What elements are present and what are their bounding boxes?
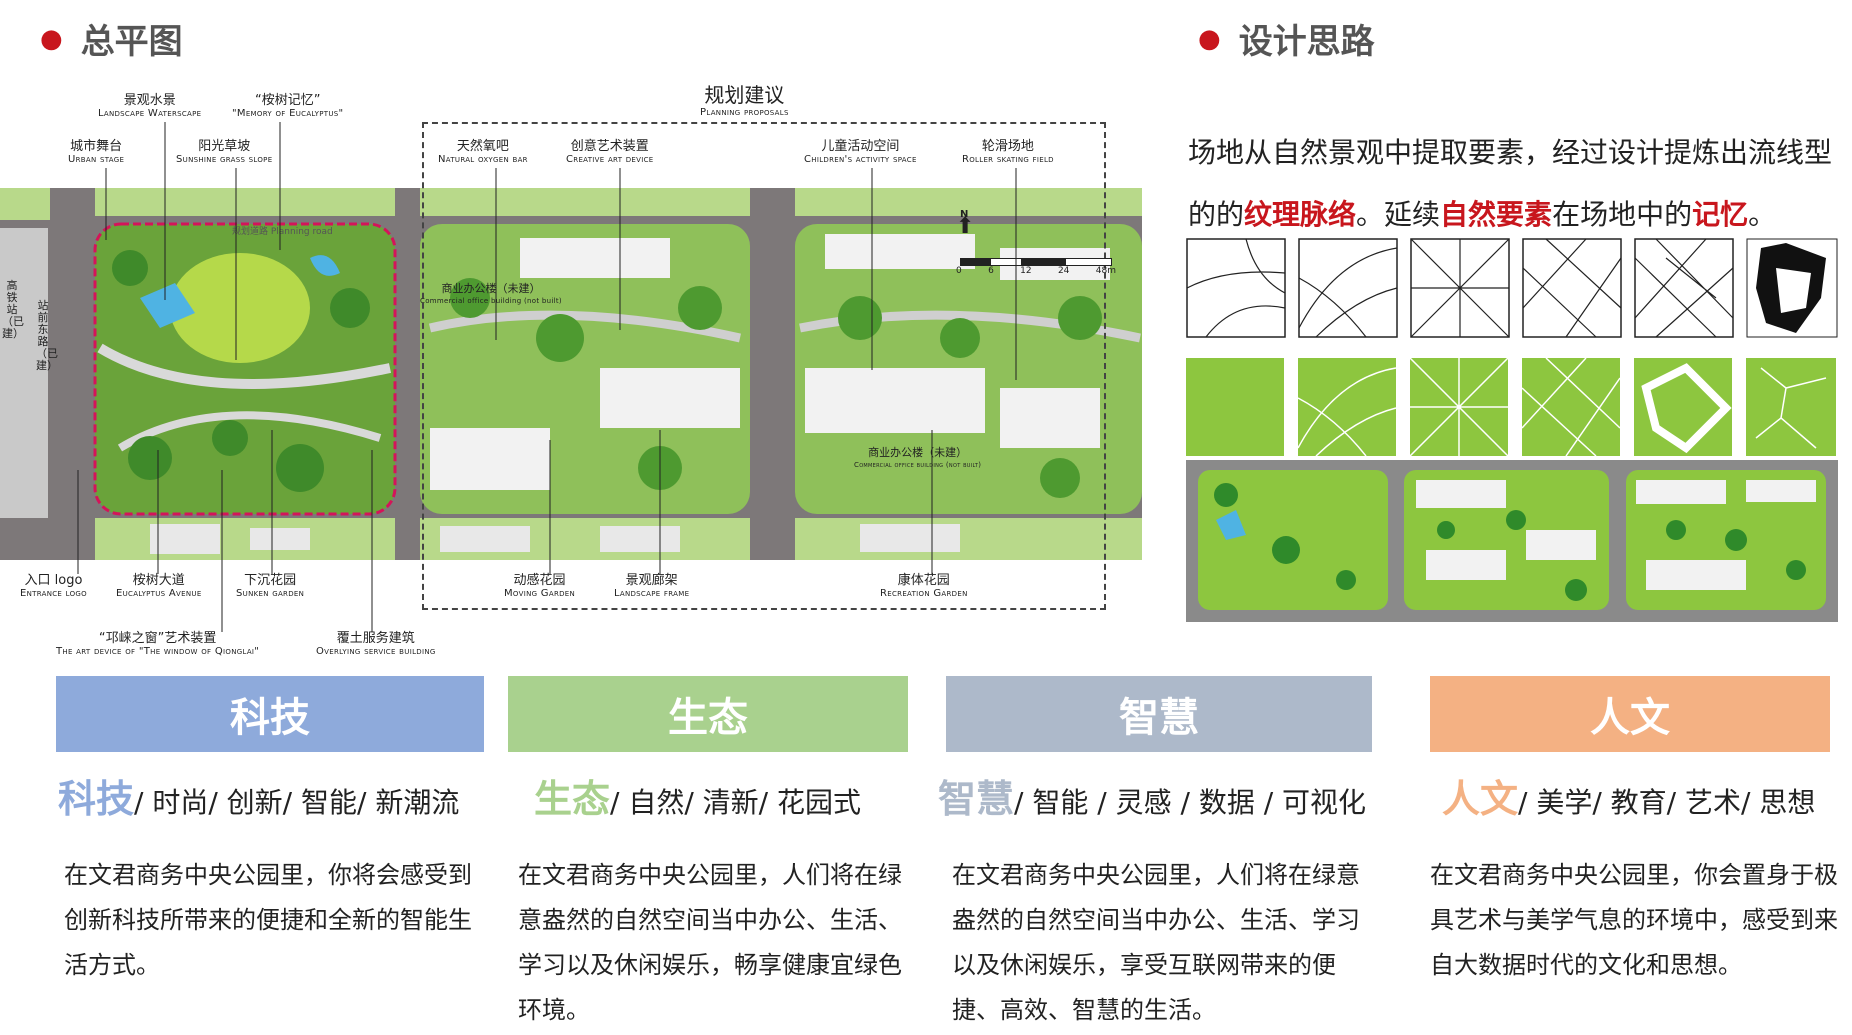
label-entrance-logo: 入口 logo Entrance logo xyxy=(20,573,87,599)
master-plan-image xyxy=(0,188,1142,560)
scale-bar xyxy=(960,258,1112,266)
category-banner-tech: 科技 xyxy=(56,676,484,752)
label-recreation-garden: 康体花园 Recreation Garden xyxy=(880,573,968,599)
label-landscape-waterscape: 景观水景 Landscape Waterscape xyxy=(98,93,202,119)
label-moving-garden: 动感花园 Moving Garden xyxy=(504,573,576,599)
description-ecology: 在文君商务中央公园里，人们将在绿意盎然的自然空间当中办公、生活、学习以及休闲娱乐… xyxy=(518,861,902,1024)
design-intro-text: 场地从自然景观中提取要素，经过设计提炼出流线型的的纹理脉络。延续自然要素在场地中… xyxy=(1188,136,1833,231)
planning-proposals-frame xyxy=(422,122,1106,610)
category-banner-wisdom: 智慧 xyxy=(946,676,1372,752)
label-oxygen-bar: 天然氧吧 Natural oxygen bar xyxy=(438,139,528,165)
right-section-title: ● 设计思路 xyxy=(1198,22,1375,62)
label-skating-field: 轮滑场地 Roller skating field xyxy=(962,139,1054,165)
label-sunshine-slope: 阳光草坡 Sunshine grass slope xyxy=(176,139,273,165)
label-overlying-building: 覆土服务建筑 Overlying service building xyxy=(316,631,436,657)
bullet-icon: ● xyxy=(40,23,63,54)
label-art-device: 创意艺术装置 Creative art device xyxy=(566,139,654,165)
label-eucalyptus-memory: “桉树记忆” "Memory of Eucalyptus" xyxy=(232,93,344,119)
label-planning-road: 规划道路 Planning road xyxy=(232,227,333,237)
label-qionglai-window: “邛崃之窗”艺术装置 The art device of "The window… xyxy=(56,631,260,657)
master-plan-drawing xyxy=(0,188,1142,560)
keywords-wisdom: 智慧/ 智能 / 灵感 / 数据 / 可视化 xyxy=(938,777,1367,821)
label-landscape-frame: 景观廊架 Landscape frame xyxy=(614,573,690,599)
label-office-building-1: 商业办公楼（未建） Commercial office building (no… xyxy=(420,282,562,305)
planning-label: 规划建议 Planning proposals xyxy=(700,83,789,118)
description-tech: 在文君商务中央公园里，你将会感受到创新科技所带来的便捷和全新的智能生活方式。 xyxy=(64,861,472,979)
label-urban-stage: 城市舞台 Urban stage xyxy=(68,139,125,165)
scale-bar-labels: 0 6 12 24 48m xyxy=(956,266,1116,276)
label-children-space: 儿童活动空间 Children's activity space xyxy=(804,139,917,165)
category-banner-ecology: 生态 xyxy=(508,676,908,752)
label-railway-station: 高铁站（已建） xyxy=(2,279,24,340)
keywords-tech: 科技/ 时尚/ 创新/ 智能/ 新潮流 xyxy=(58,777,460,821)
north-arrow-icon: ⬆ xyxy=(956,214,975,239)
north-arrow-label: N xyxy=(960,209,969,220)
site-plan-thumbnail xyxy=(1186,460,1838,622)
category-banner-culture: 人文 xyxy=(1430,676,1830,752)
keywords-culture: 人文/ 美学/ 教育/ 艺术/ 思想 xyxy=(1442,777,1816,821)
label-eucalyptus-avenue: 桉树大道 Eucalyptus Avenue xyxy=(116,573,202,599)
left-section-title: ● 总平图 xyxy=(40,22,183,62)
line-pattern-row xyxy=(1186,238,1838,338)
green-pattern-row xyxy=(1186,358,1836,456)
description-wisdom: 在文君商务中央公园里，人们将在绿意盎然的自然空间当中办公、生活、学习以及休闲娱乐… xyxy=(952,861,1360,1024)
label-office-building-2: 商业办公楼（未建） Commercial office building (no… xyxy=(854,446,982,469)
label-sunken-garden: 下沉花园 Sunken garden xyxy=(236,573,305,599)
bullet-icon: ● xyxy=(1198,23,1221,54)
description-culture: 在文君商务中央公园里，你会置身于极具艺术与美学气息的环境中，感受到来自大数据时代… xyxy=(1430,861,1838,979)
keywords-ecology: 生态/ 自然/ 清新/ 花园式 xyxy=(534,777,862,821)
